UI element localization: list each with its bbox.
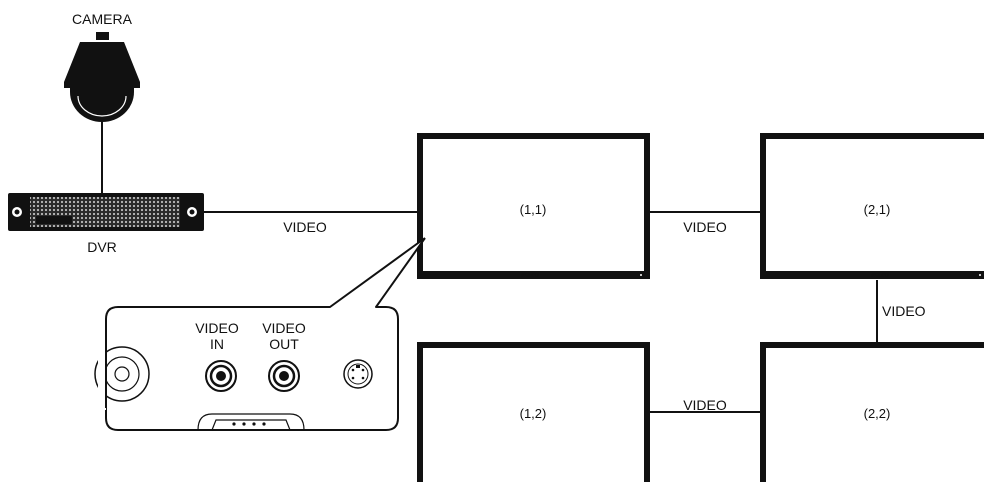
monitor-1-1: (1,1) PELCO [417, 133, 650, 279]
bnc-connector-icon [205, 360, 237, 392]
camera: CAMERA [64, 11, 140, 193]
dvr-unit-icon [8, 193, 204, 231]
dvr-label: DVR [87, 239, 117, 255]
camera-label: CAMERA [72, 11, 133, 27]
video-label-bottom: VIDEO [683, 397, 727, 413]
video-in-label-bottom: IN [210, 336, 224, 352]
video-label-top: VIDEO [683, 219, 727, 235]
video-label-right: VIDEO [882, 303, 926, 319]
monitor-2-1: (2,1) PELCO [760, 133, 984, 279]
monitor-label: (1,1) [520, 202, 547, 217]
rear-panel-callout: VIDEO IN VIDEO OUT [94, 237, 426, 431]
svideo-connector-icon [343, 359, 373, 389]
monitor-brand: PELCO [871, 273, 888, 279]
camera-dome-icon [64, 32, 140, 122]
monitor-2-2: (2,2) [760, 342, 984, 487]
video-out-label-top: VIDEO [262, 320, 306, 336]
bnc-connector-icon [94, 346, 150, 402]
monitor-label: (2,2) [864, 406, 891, 421]
video-cables [204, 211, 878, 413]
video-in-label-top: VIDEO [195, 320, 239, 336]
monitor-brand: PELCO [521, 273, 538, 279]
video-label-dvr: VIDEO [283, 219, 327, 235]
monitor-label: (2,1) [864, 202, 891, 217]
monitor-label: (1,2) [520, 406, 547, 421]
video-out-label-bottom: OUT [269, 336, 299, 352]
bnc-connector-icon [268, 360, 300, 392]
monitor-1-2: (1,2) [417, 342, 650, 487]
dvr: DVR [8, 193, 204, 255]
dsub-connector-icon [197, 413, 305, 431]
